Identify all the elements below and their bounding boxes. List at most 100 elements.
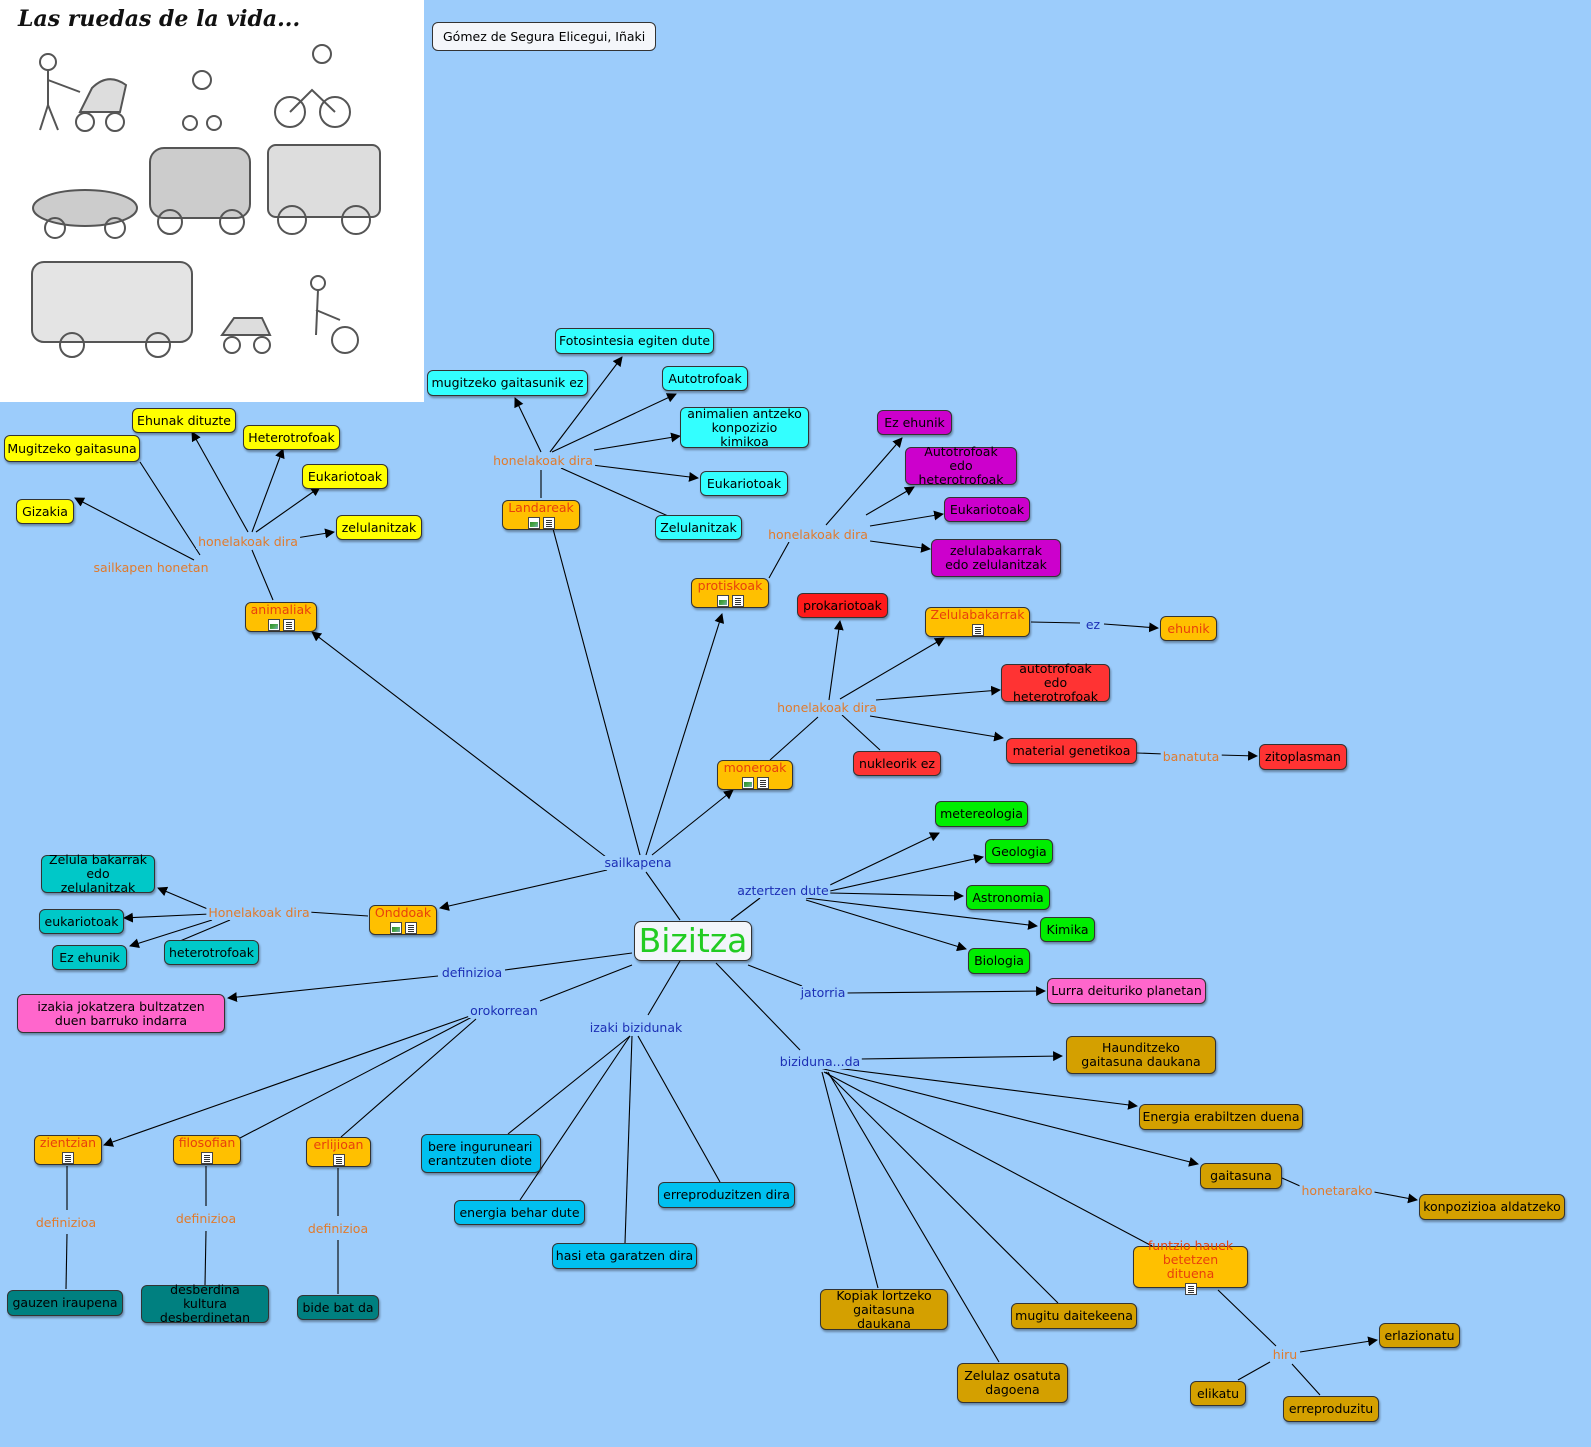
concept-zelulanitzak[interactable]: zelulanitzak [336, 515, 422, 540]
concept-nukleorik-ez[interactable]: nukleorik ez [853, 751, 941, 776]
concept-zitoplasman[interactable]: zitoplasman [1259, 744, 1347, 770]
concept-gauzen-iraupena[interactable]: gauzen iraupena [7, 1290, 123, 1316]
document-icon[interactable] [1184, 1283, 1197, 1295]
document-icon[interactable] [404, 922, 417, 934]
concept-izakia-jokatzera[interactable]: izakia jokatzera bultzatzen duen barruko… [17, 994, 225, 1033]
concept-moneroak[interactable]: moneroak [717, 760, 793, 790]
concept-ehunak-dituzte[interactable]: Ehunak dituzte [132, 408, 236, 433]
concept-lurra[interactable]: Lurra deituriko planetan [1047, 978, 1206, 1004]
concept-astronomia[interactable]: Astronomia [966, 885, 1050, 910]
connector-line [844, 986, 1046, 997]
concept-bere-inguruneari[interactable]: bere inguruneari erantzuten diote [421, 1134, 541, 1173]
concept-heterotrofoak[interactable]: Heterotrofoak [243, 425, 340, 450]
connector-line [647, 960, 681, 1016]
connector-line [551, 393, 677, 453]
concept-mugitu-daitekeena[interactable]: mugitu daitekeena [1011, 1303, 1137, 1329]
concept-desberdina-kultura[interactable]: desberdina kultura desberdinetan [141, 1283, 269, 1325]
concept-kimika[interactable]: Kimika [1040, 917, 1095, 942]
concept-erlijioan[interactable]: erlijioan [306, 1137, 371, 1167]
connector-line [307, 911, 369, 917]
concept-autotrofoak-edo[interactable]: Autotrofoak edo heterotrofoak [905, 445, 1017, 487]
image-icon[interactable] [741, 777, 754, 789]
connector-line [74, 497, 195, 561]
connector-line [839, 637, 945, 700]
concept-autotrofoak[interactable]: Autotrofoak [662, 366, 748, 391]
concept-ehunik[interactable]: ehunik [1160, 616, 1217, 641]
document-icon[interactable] [332, 1154, 345, 1166]
connector-line [869, 715, 1004, 742]
concept-eukariotoak-protista[interactable]: Eukariotoak [944, 497, 1030, 522]
concept-funtzio-hauek[interactable]: funtzio hauek betetzen dituena [1133, 1239, 1248, 1295]
concept-ez-ehunik[interactable]: Ez ehunik [877, 410, 952, 435]
connector-line [865, 486, 915, 516]
concept-zelulabakarrak-edo[interactable]: zelulabakarrak edo zelulanitzak [931, 539, 1061, 577]
concept-energia-erabiltzen[interactable]: Energia erabiltzen duena [1139, 1104, 1303, 1130]
protiskoak-label: protiskoak [697, 578, 763, 593]
concept-bide-bat-da[interactable]: bide bat da [297, 1295, 379, 1320]
concept-erreproduzitzen[interactable]: erreproduzitzen dira [658, 1182, 795, 1208]
concept-elikatu[interactable]: elikatu [1190, 1381, 1246, 1406]
connector-line [869, 510, 944, 527]
concept-geologia[interactable]: Geologia [985, 839, 1053, 864]
connector-line [825, 1071, 1059, 1304]
concept-eukariotoak-onddo[interactable]: eukariotoak [39, 909, 124, 934]
concept-ez-ehunik-onddo[interactable]: Ez ehunik [52, 945, 127, 970]
concept-haunditzeko[interactable]: Haunditzeko gaitasuna daukana [1066, 1036, 1216, 1074]
concept-eukariotoak-landare[interactable]: Eukariotoak [700, 471, 788, 496]
connector-line [103, 1015, 471, 1147]
concept-metereologia[interactable]: metereologia [935, 801, 1028, 827]
concept-erreproduzitu[interactable]: erreproduzitu [1283, 1396, 1379, 1422]
document-icon[interactable] [282, 619, 295, 631]
connector-line [1291, 1363, 1321, 1396]
connector-line [549, 356, 623, 453]
concept-heterotrofoak-onddo[interactable]: heterotrofoak [164, 940, 259, 965]
concept-mugitzeko-gaitasuna[interactable]: Mugitzeko gaitasuna [4, 435, 140, 462]
concept-animaliak[interactable]: animaliak [245, 602, 317, 632]
filosofian-label: filosofian [178, 1135, 236, 1150]
concept-energia-behar[interactable]: energia behar dute [454, 1200, 585, 1225]
image-icon[interactable] [267, 619, 280, 631]
document-icon[interactable] [731, 595, 744, 607]
concept-zelulaz-osatuta[interactable]: Zelulaz osatuta dagoena [957, 1363, 1068, 1403]
concept-gizakia[interactable]: Gizakia [16, 499, 74, 524]
image-icon[interactable] [389, 922, 402, 934]
concept-zientzian[interactable]: zientzian [34, 1135, 102, 1165]
concept-biologia[interactable]: Biologia [968, 948, 1030, 974]
concept-konpozizioa-aldatzeko[interactable]: konpozizioa aldatzeko [1419, 1194, 1565, 1220]
connector-line [123, 912, 211, 923]
link-definizioa-erlijioan: definizioa [305, 1221, 371, 1236]
document-icon[interactable] [62, 1152, 74, 1164]
concept-eukariotoak[interactable]: Eukariotoak [302, 464, 388, 489]
concept-onddoak[interactable]: Onddoak [369, 905, 437, 935]
connector-line [593, 432, 681, 451]
document-icon[interactable] [542, 517, 555, 529]
animaliak-label: animaliak [250, 602, 312, 617]
document-icon[interactable] [201, 1152, 213, 1164]
link-honelakoak-animaliak: honelakoak dira [196, 534, 300, 549]
connector-line [504, 952, 633, 971]
document-icon[interactable] [971, 624, 984, 636]
concept-filosofian[interactable]: filosofian [173, 1135, 241, 1165]
connector-line [769, 716, 819, 761]
concept-bizitza[interactable]: Bizitza [634, 921, 752, 961]
concept-zelulanitzak-landare[interactable]: Zelulanitzak [655, 515, 742, 540]
concept-gaitasuna[interactable]: gaitasuna [1200, 1163, 1282, 1189]
concept-material-genetikoa[interactable]: material genetikoa [1006, 738, 1137, 764]
concept-autotrofoak-edo-heterotrofoak[interactable]: autotrofoak edo heterotrofoak [1001, 662, 1110, 704]
concept-hasi-eta-garatzen[interactable]: hasi eta garatzen dira [552, 1243, 697, 1269]
concept-mugitzeko-gaitasunik-ez[interactable]: mugitzeko gaitasunik ez [427, 370, 588, 396]
illustration-caption: Las ruedas de la vida... [18, 6, 301, 32]
image-icon[interactable] [716, 595, 729, 607]
concept-protiskoak[interactable]: protiskoak [691, 578, 769, 608]
concept-landareak[interactable]: Landareak [502, 500, 580, 530]
concept-erlazionatu[interactable]: erlazionatu [1379, 1323, 1460, 1348]
concept-prokariotoak[interactable]: prokariotoak [797, 593, 888, 618]
concept-zelula-bakarrak[interactable]: Zelula bakarrak edo zelulanitzak [41, 853, 155, 895]
concept-zelulabakarrak[interactable]: Zelulabakarrak [925, 607, 1030, 637]
concept-fotosintesia[interactable]: Fotosintesia egiten dute [555, 328, 714, 354]
connector-line [715, 962, 801, 1051]
document-icon[interactable] [756, 777, 769, 789]
concept-animalien-antzeko[interactable]: animalien antzeko konpozizio kimikoa [680, 406, 809, 448]
concept-kopiak-lortzeko[interactable]: Kopiak lortzeko gaitasuna daukana [820, 1288, 948, 1330]
image-icon[interactable] [527, 517, 540, 529]
